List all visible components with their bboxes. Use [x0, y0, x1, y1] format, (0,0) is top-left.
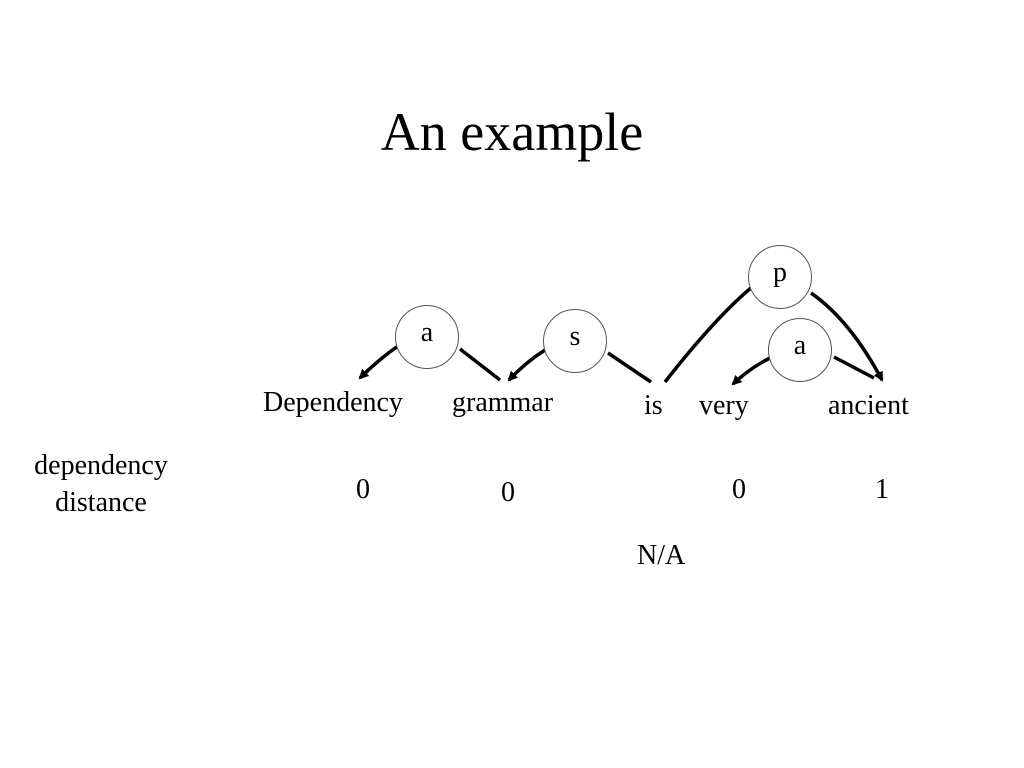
- row-label-line-1: dependency: [34, 450, 168, 481]
- row-label-line-2: distance: [55, 487, 147, 518]
- distance-dependency: 0: [356, 474, 370, 505]
- word-is: is: [644, 390, 663, 421]
- row-label-dependency-distance: dependency distance: [18, 447, 184, 521]
- relation-label-a-second: a: [793, 330, 807, 361]
- arc-a-to-dependency: [358, 344, 400, 380]
- arc-s-to-grammar: [507, 348, 546, 382]
- relation-label-a-first: a: [420, 317, 434, 348]
- relation-label-p: p: [773, 257, 787, 288]
- word-grammar: grammar: [452, 387, 554, 418]
- relation-node-s: s: [543, 309, 607, 373]
- word-dependency: Dependency: [263, 387, 403, 418]
- arc-p-from-is: [663, 285, 754, 384]
- arc-s-from-is: [607, 351, 652, 384]
- relation-node-p: p: [748, 245, 812, 309]
- word-very: very: [699, 390, 749, 421]
- distance-is-root: N/A: [637, 540, 686, 571]
- arc-p-to-ancient: [810, 291, 884, 382]
- relation-node-a-second: a: [768, 318, 832, 382]
- arc-a-from-grammar: [458, 347, 502, 382]
- arc-a-from-ancient: [833, 355, 875, 380]
- word-ancient: ancient: [828, 390, 909, 421]
- relation-node-a-first: a: [395, 305, 459, 369]
- distance-very: 0: [732, 474, 746, 505]
- distance-ancient: 1: [875, 474, 889, 505]
- arc-a-to-very: [731, 356, 771, 386]
- distance-grammar: 0: [501, 477, 515, 508]
- slide-title: An example: [380, 102, 644, 162]
- relation-label-s: s: [569, 321, 581, 352]
